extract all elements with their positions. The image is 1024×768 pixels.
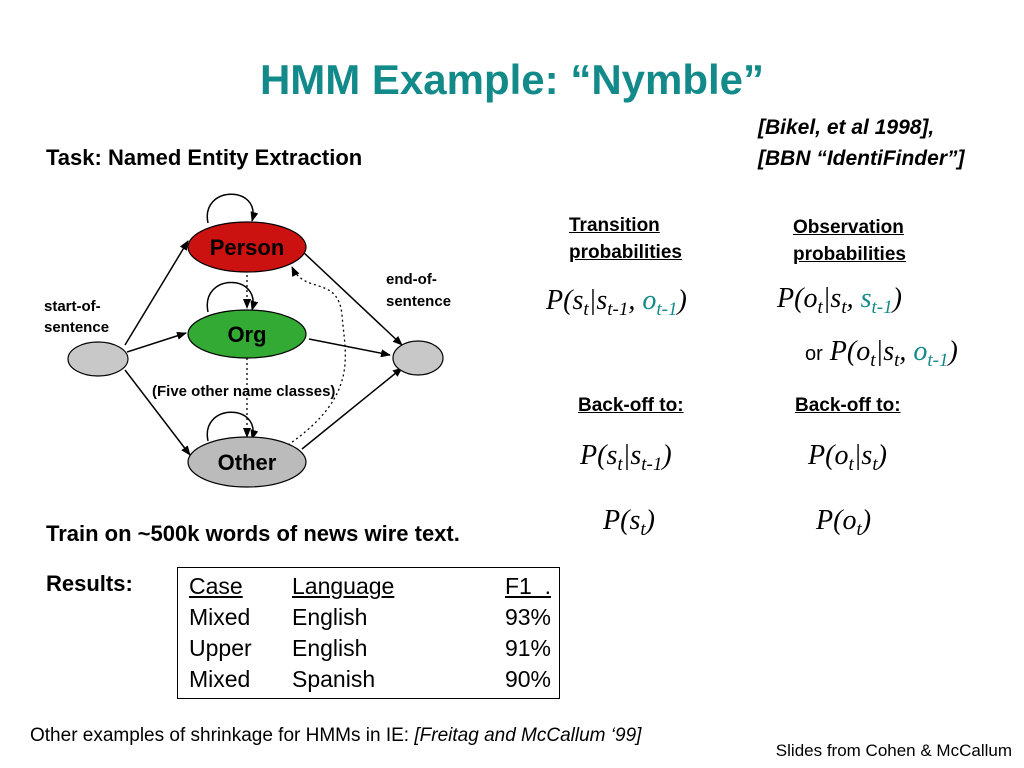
node-org <box>187 309 307 359</box>
table-row: Upper English 91% <box>189 635 551 661</box>
end-label-line-1: end-of- <box>386 271 437 288</box>
node-start <box>67 341 129 377</box>
results-table-box: Case Language F1 . Mixed English 93% Upp… <box>177 567 560 699</box>
or-label: or <box>805 343 823 365</box>
self-loop-other <box>206 411 259 442</box>
node-person-label: Person <box>210 235 285 260</box>
node-other-label: Other <box>218 450 277 475</box>
training-note: Train on ~500k words of news wire text. <box>46 521 460 546</box>
self-loop-person <box>206 193 259 224</box>
edge-other-end <box>301 367 403 450</box>
backoff-right-heading: Back-off to: <box>795 395 901 416</box>
hmm-state-diagram: Person Org Other start-of- sentence end-… <box>44 193 451 488</box>
header-case: Case <box>189 573 243 599</box>
self-loop-org <box>206 281 259 313</box>
citation-line-1: [Bikel, et al 1998], <box>758 116 935 139</box>
edge-org-end <box>308 338 391 358</box>
results-table: Case Language F1 . Mixed English 93% Upp… <box>189 571 551 695</box>
node-other <box>187 436 307 488</box>
observation-alt-formula: or P(ot|st, ot-1) <box>805 336 958 371</box>
edge-start-person <box>124 240 189 346</box>
header-f1: F1 . <box>504 573 551 599</box>
transition-formula: P(st|st-1, ot-1) <box>546 285 687 320</box>
results-table-header-row: Case Language F1 . <box>189 571 551 602</box>
backoff-state-prior-formula: P(st) <box>603 505 655 540</box>
transition-probabilities-heading: Transition probabilities <box>569 215 682 263</box>
header-language: Language <box>292 573 395 599</box>
backoff-observation-prior-formula: P(ot) <box>816 505 872 540</box>
observation-formula: P(ot|st, st-1) <box>777 283 902 318</box>
slide-credit: Slides from Cohen & McCallum <box>769 741 1012 761</box>
five-other-classes-label: (Five other name classes) <box>152 383 335 400</box>
backoff-transition-formula: P(st|st-1) <box>580 440 672 475</box>
results-label: Results: <box>46 571 133 596</box>
table-row: Mixed Spanish 90% <box>189 666 551 692</box>
node-person <box>187 221 307 273</box>
task-heading: Task: Named Entity Extraction <box>46 145 363 170</box>
observation-probabilities-heading: Observation probabilities <box>793 217 906 265</box>
end-label-line-2: sentence <box>386 293 451 310</box>
start-label-line-2: sentence <box>44 319 109 336</box>
slide-title: HMM Example: “Nymble” <box>259 56 765 103</box>
node-org-label: Org <box>227 322 266 347</box>
backoff-left-heading: Back-off to: <box>578 395 684 416</box>
footer-reference: [Freitag and McCallum ‘99] <box>414 725 642 746</box>
edge-start-other <box>124 369 191 456</box>
node-end <box>392 340 444 376</box>
edge-other-person-dotted <box>287 266 346 446</box>
footer-note: Other examples of shrinkage for HMMs in … <box>30 725 642 746</box>
table-row: Mixed English 93% <box>189 604 551 630</box>
citation-line-2: [BBN “IdentiFinder”] <box>758 147 965 170</box>
citation: [Bikel, et al 1998], [BBN “IdentiFinder”… <box>758 112 964 174</box>
start-label-line-1: start-of- <box>44 298 101 315</box>
edge-person-end <box>301 250 403 346</box>
backoff-observation-formula: P(ot|st) <box>808 440 887 475</box>
edge-start-org <box>126 331 187 353</box>
